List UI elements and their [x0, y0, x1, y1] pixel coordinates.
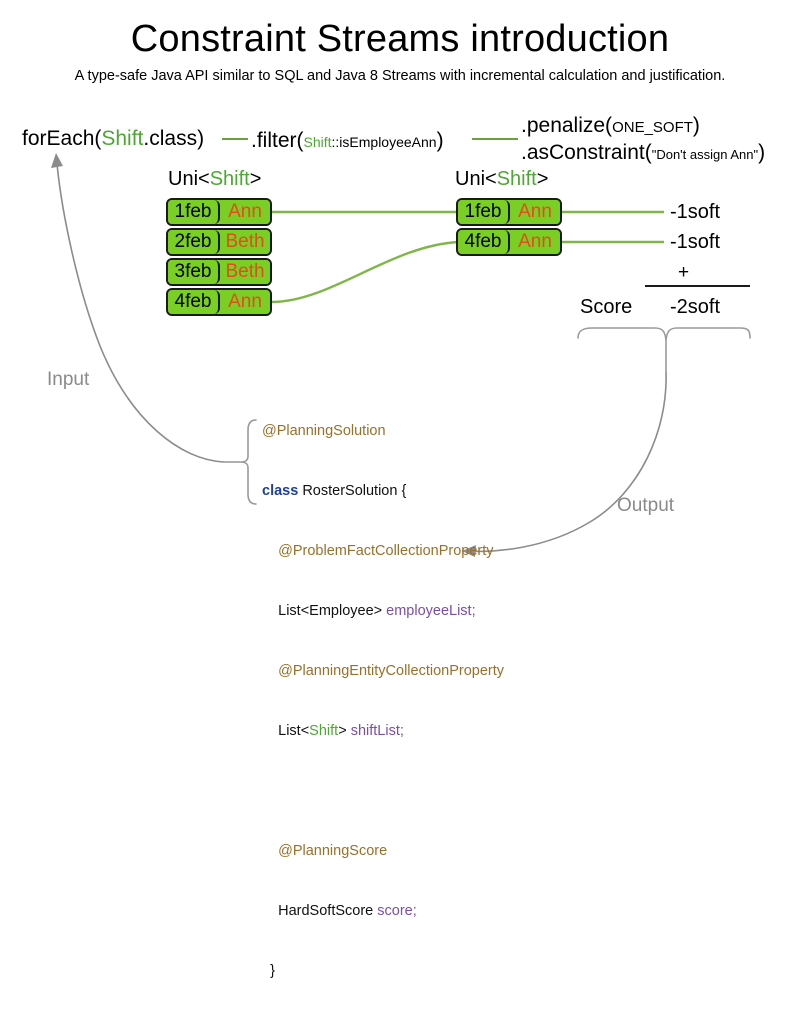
tuple-name: Ann — [220, 200, 270, 224]
tuple-row: 4feb Ann — [456, 228, 562, 256]
tuple-row: 1feb Ann — [456, 198, 562, 226]
tuple-row: 3feb Beth — [166, 258, 272, 286]
foreach-type: Shift — [101, 127, 144, 150]
code-annotation: @PlanningSolution — [262, 423, 386, 439]
pipeline-penalize: .penalize(ONE_SOFT) — [521, 115, 700, 136]
code-type: Shift — [309, 723, 339, 739]
output-arrow-head — [462, 545, 476, 557]
code-decl: HardSoftScore — [278, 903, 378, 919]
code-field: score; — [377, 903, 417, 919]
code-brace — [239, 419, 257, 505]
tuple-name: Ann — [510, 230, 560, 254]
pipeline-asconstraint: .asConstraint("Don't assign Ann") — [521, 142, 765, 163]
output-arrow-path — [461, 371, 667, 553]
input-note: Input — [47, 369, 90, 390]
filter-tail: ) — [436, 129, 444, 152]
input-arrow-head — [51, 153, 63, 168]
score-brace — [577, 327, 751, 341]
page-title: Constraint Streams introduction — [130, 18, 670, 60]
filter-call: .filter( — [251, 129, 304, 152]
code-line: List<Employee> employeeList; — [262, 601, 504, 621]
tuple-date: 1feb — [168, 200, 220, 224]
code-annotation: @ProblemFactCollectionProperty — [278, 543, 494, 559]
tuple-name: Beth — [220, 260, 270, 284]
tuple-name: Beth — [220, 230, 270, 254]
code-annotation: @PlanningScore — [278, 843, 388, 859]
code-block: @PlanningSolution class RosterSolution {… — [262, 381, 504, 1021]
code-line: List<Shift> shiftList; — [262, 721, 504, 741]
penalize-arg: ONE_SOFT — [612, 119, 693, 136]
code-field: employeeList; — [386, 603, 476, 619]
tuple-row: 1feb Ann — [166, 198, 272, 226]
code-line: } — [262, 961, 504, 981]
tuple-name: Ann — [220, 290, 270, 314]
diagram-canvas: Constraint Streams introduction A type-s… — [22, 18, 765, 979]
code-close-brace: } — [270, 963, 275, 979]
asconstraint-call: .asConstraint( — [521, 141, 652, 164]
input-arrow-path — [56, 163, 225, 463]
code-line: class RosterSolution { — [262, 481, 504, 501]
code-field: shiftList; — [350, 723, 404, 739]
code-line: @PlanningScore — [262, 841, 504, 861]
penalty-label: -1soft — [670, 231, 721, 253]
penalty-label: -1soft — [670, 201, 721, 223]
code-decl: List<Employee> — [278, 603, 387, 619]
code-decl-post: > — [338, 723, 351, 739]
uni-left-type: Shift — [209, 168, 250, 190]
tuple-row: 4feb Ann — [166, 288, 272, 316]
uni-right-label: Uni<Shift> — [455, 168, 548, 191]
code-line: @ProblemFactCollectionProperty — [262, 541, 504, 561]
code-annotation: @PlanningEntityCollectionProperty — [278, 663, 505, 679]
tuple-date: 2feb — [168, 230, 220, 254]
score-divider — [645, 285, 750, 287]
foreach-call: forEach( — [22, 127, 102, 150]
tuple-link-4feb — [271, 240, 459, 304]
asconstraint-tail: ) — [758, 141, 766, 164]
uni-right-suffix: > — [536, 168, 549, 190]
filter-type: Shift — [303, 134, 332, 150]
code-line: @PlanningSolution — [262, 421, 504, 441]
code-keyword: class — [262, 483, 299, 499]
pipeline-filter: .filter(Shift::isEmployeeAnn) — [251, 130, 444, 151]
uni-right-prefix: Uni< — [455, 168, 497, 190]
code-line-blank — [262, 781, 504, 801]
penalize-tail: ) — [692, 114, 700, 137]
uni-left-label: Uni<Shift> — [168, 168, 261, 191]
foreach-tail: .class) — [143, 127, 205, 150]
tuple-name: Ann — [510, 200, 560, 224]
penalize-call: .penalize( — [521, 114, 613, 137]
tuple-date: 3feb — [168, 260, 220, 284]
uni-left-prefix: Uni< — [168, 168, 210, 190]
tuple-date: 4feb — [168, 290, 220, 314]
filter-method: ::isEmployeeAnn — [331, 134, 437, 150]
score-label: Score — [580, 296, 633, 318]
tuple-date: 4feb — [458, 230, 510, 254]
tuple-row: 2feb Beth — [166, 228, 272, 256]
score-total: -2soft — [670, 296, 721, 318]
code-line: HardSoftScore score; — [262, 901, 504, 921]
code-class-decl: RosterSolution { — [298, 483, 407, 499]
code-line: @PlanningEntityCollectionProperty — [262, 661, 504, 681]
uni-right-type: Shift — [496, 168, 537, 190]
score-operator: + — [678, 262, 690, 283]
page-subtitle: A type-safe Java API similar to SQL and … — [74, 68, 726, 84]
output-note: Output — [617, 495, 675, 516]
connector-layer — [51, 138, 751, 557]
tuple-date: 1feb — [458, 200, 510, 224]
asconstraint-arg: "Don't assign Ann" — [651, 147, 759, 162]
uni-left-suffix: > — [249, 168, 262, 190]
code-decl: List< — [278, 723, 310, 739]
pipeline-foreach: forEach(Shift.class) — [22, 128, 204, 149]
